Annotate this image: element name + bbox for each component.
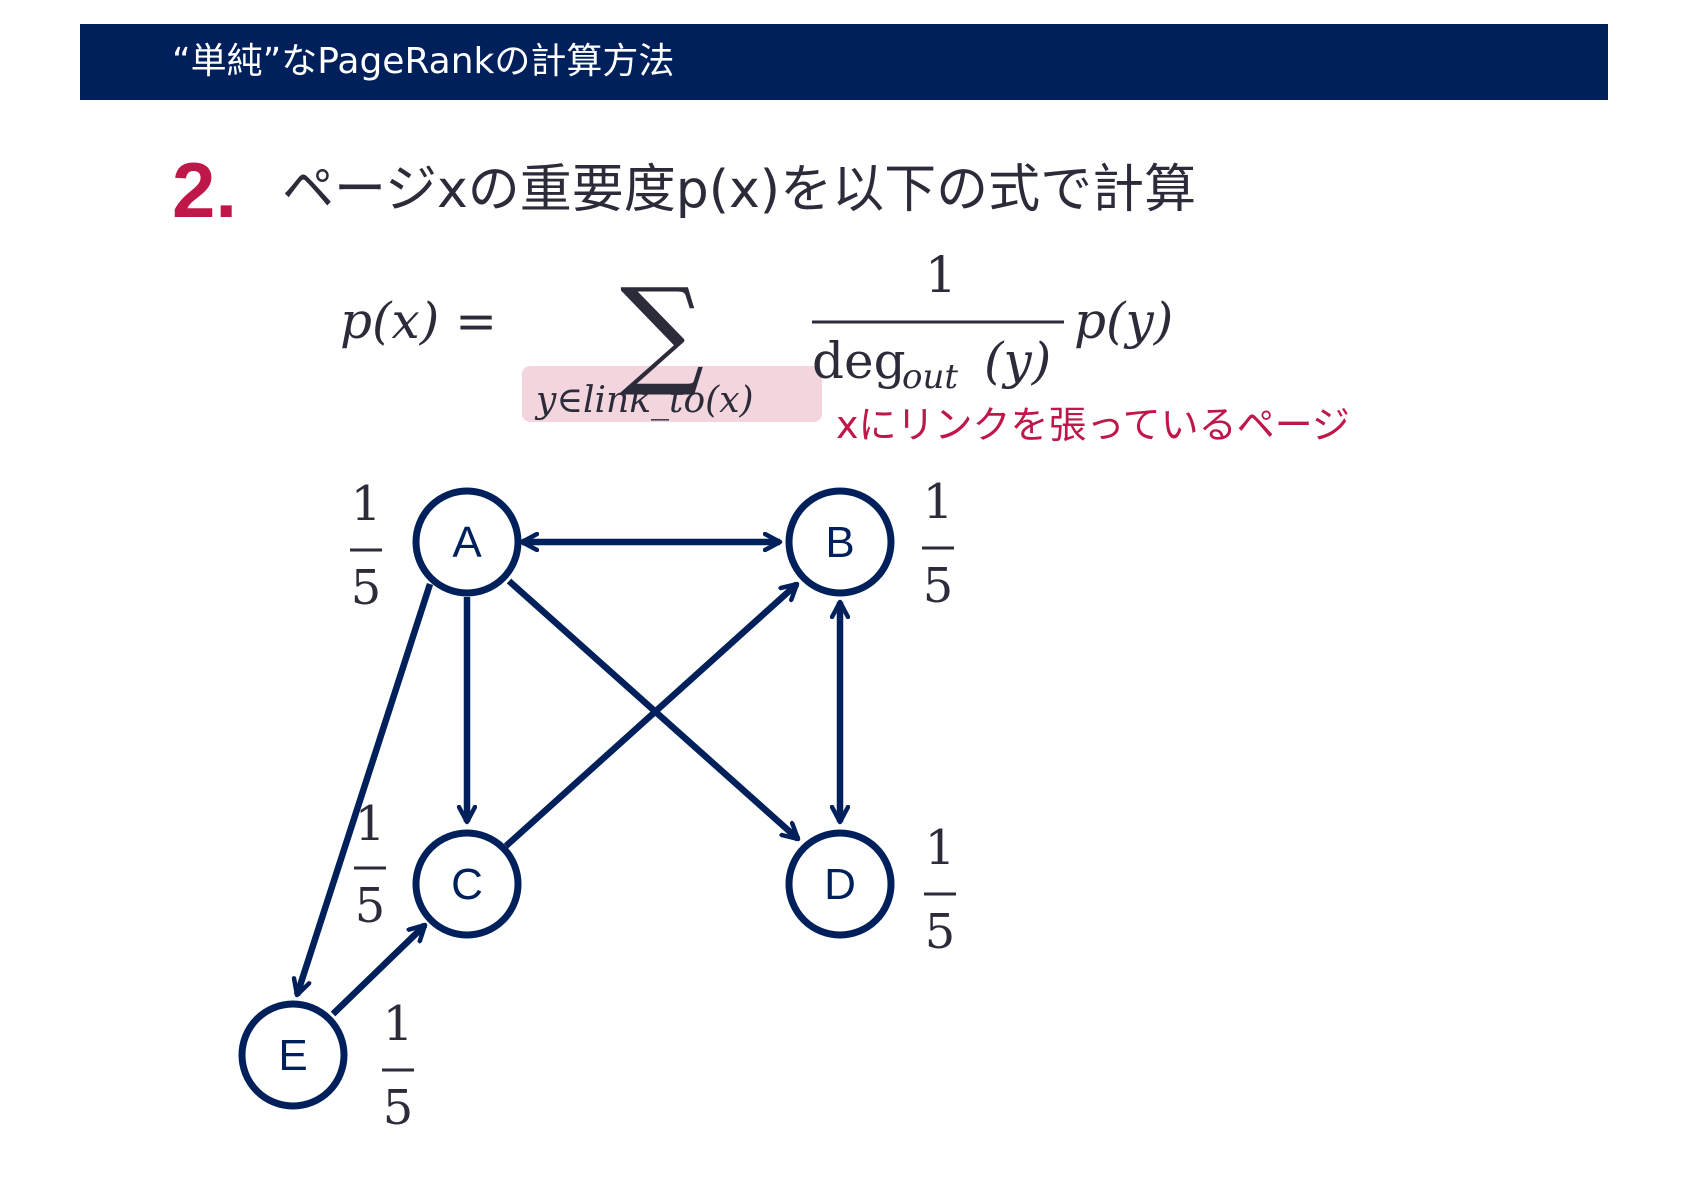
sum-subscript: y∈link_to(x) <box>534 380 754 421</box>
weight-a-numerator: 1 <box>351 476 382 532</box>
edges <box>297 542 840 1017</box>
weight-e-numerator: 1 <box>383 996 414 1052</box>
denominator-arg: (y) <box>984 332 1051 390</box>
weight-b-denominator: 5 <box>923 558 954 614</box>
fraction-numerator: 1 <box>925 246 957 304</box>
header-bar: “単純”なPageRankの計算方法 <box>80 24 1608 100</box>
formula-rhs: p(y) <box>1074 292 1173 350</box>
weight-c: 1 5 <box>354 796 386 934</box>
node-weights: 1 5 1 5 1 5 1 5 1 5 <box>350 474 956 1136</box>
sum-symbol: ∑ <box>620 262 704 400</box>
weight-d: 1 5 <box>924 820 956 960</box>
weight-d-denominator: 5 <box>925 904 956 960</box>
weight-c-denominator: 5 <box>355 878 386 934</box>
denominator-out: out <box>902 357 958 397</box>
edge-e-c <box>330 922 428 1017</box>
node-a: A <box>412 487 522 597</box>
node-d-label: D <box>824 860 856 909</box>
weight-e: 1 5 <box>382 996 414 1136</box>
node-a-label: A <box>452 518 482 567</box>
header-title: “単純”なPageRankの計算方法 <box>172 41 675 82</box>
node-b-label: B <box>825 518 854 567</box>
formula: p(x) = ∑ y∈link_to(x) 1 deg out (y) p(y) <box>340 246 1173 422</box>
step-number: 2. <box>172 146 238 234</box>
node-c: C <box>412 829 522 939</box>
weight-c-numerator: 1 <box>355 796 386 852</box>
weight-b-numerator: 1 <box>923 474 954 530</box>
nodes: A B C D E <box>238 487 895 1110</box>
node-e: E <box>238 1000 348 1110</box>
node-b: B <box>785 487 895 597</box>
weight-e-denominator: 5 <box>383 1080 414 1136</box>
node-d: D <box>785 829 895 939</box>
node-c-label: C <box>451 860 483 909</box>
weight-a-denominator: 5 <box>351 560 382 616</box>
node-e-label: E <box>278 1031 307 1080</box>
edge-c-b <box>503 581 797 849</box>
denominator-deg: deg <box>812 332 906 390</box>
edge-a-e <box>297 582 434 995</box>
sum-subscript-highlight <box>522 366 822 422</box>
weight-b: 1 5 <box>922 474 954 614</box>
weight-d-numerator: 1 <box>925 820 956 876</box>
formula-lhs: p(x) = <box>340 292 497 350</box>
annotation-text: xにリンクを張っているページ <box>836 403 1350 447</box>
weight-a: 1 5 <box>350 476 382 616</box>
step-text: ページxの重要度p(x)を以下の式で計算 <box>282 160 1197 220</box>
